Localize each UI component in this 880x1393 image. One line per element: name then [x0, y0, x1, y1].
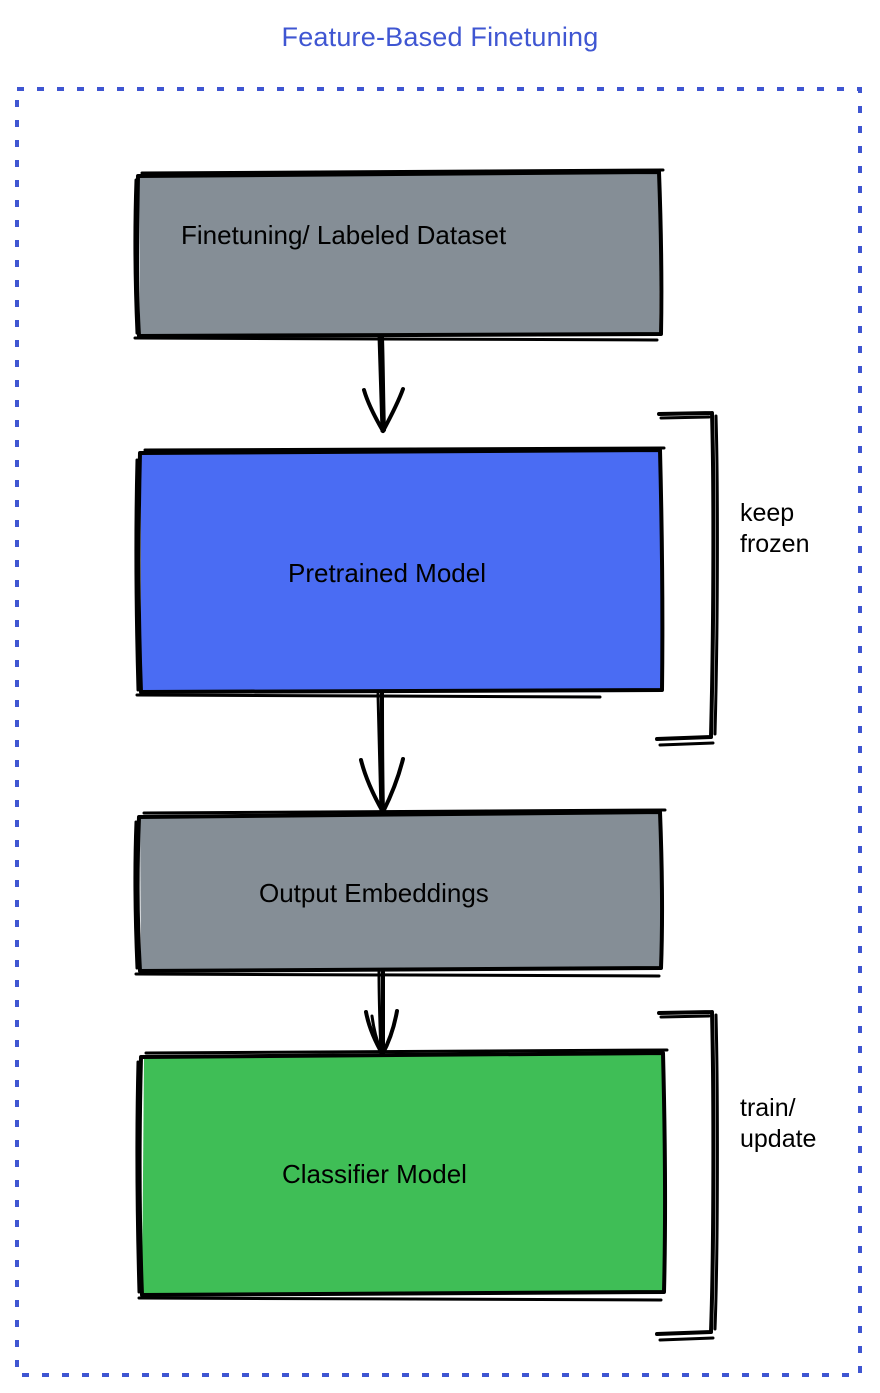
node-classifier-model-outline-b [135, 1048, 669, 1302]
edge-arrow-dataset-to-pretrained [362, 334, 405, 433]
node-classifier-model-outline-a [137, 1051, 668, 1297]
node-output-embeddings-outline-a [135, 810, 665, 973]
node-pretrained-model-outline-b [134, 446, 666, 699]
edge-arrow-pretrained-to-embeddings [359, 691, 405, 814]
annotation-label-keep-frozen: keep frozen [740, 499, 810, 558]
node-output-embeddings[interactable] [133, 808, 667, 978]
node-label-output-embeddings: Output Embeddings [259, 878, 489, 908]
edge-arrow-embeddings-to-classifier [364, 970, 399, 1057]
node-output-embeddings-shape [140, 812, 662, 972]
bracket-keep-frozen [655, 411, 719, 747]
node-classifier-model[interactable] [135, 1048, 669, 1302]
bracket-train-update [655, 1010, 719, 1342]
annotation-label-train-update: train/ update [740, 1094, 817, 1153]
node-finetuning-dataset-shape [139, 172, 660, 337]
node-pretrained-model-outline-a [136, 448, 665, 694]
node-classifier-model-shape [142, 1053, 665, 1295]
node-finetuning-dataset-outline-a [135, 170, 664, 338]
node-finetuning-dataset[interactable] [133, 168, 665, 342]
node-label-pretrained-model: Pretrained Model [288, 558, 486, 588]
node-pretrained-model[interactable] [134, 446, 666, 699]
diagram-title: Feature-Based Finetuning [281, 22, 599, 52]
outer-dashed-boundary [15, 87, 862, 1377]
node-output-embeddings-outline-b [133, 808, 667, 978]
node-finetuning-dataset-outline-b [133, 168, 665, 342]
node-pretrained-model-shape [141, 450, 661, 693]
node-label-finetuning-dataset: Finetuning/ Labeled Dataset [181, 220, 507, 250]
node-label-classifier-model: Classifier Model [282, 1159, 467, 1189]
